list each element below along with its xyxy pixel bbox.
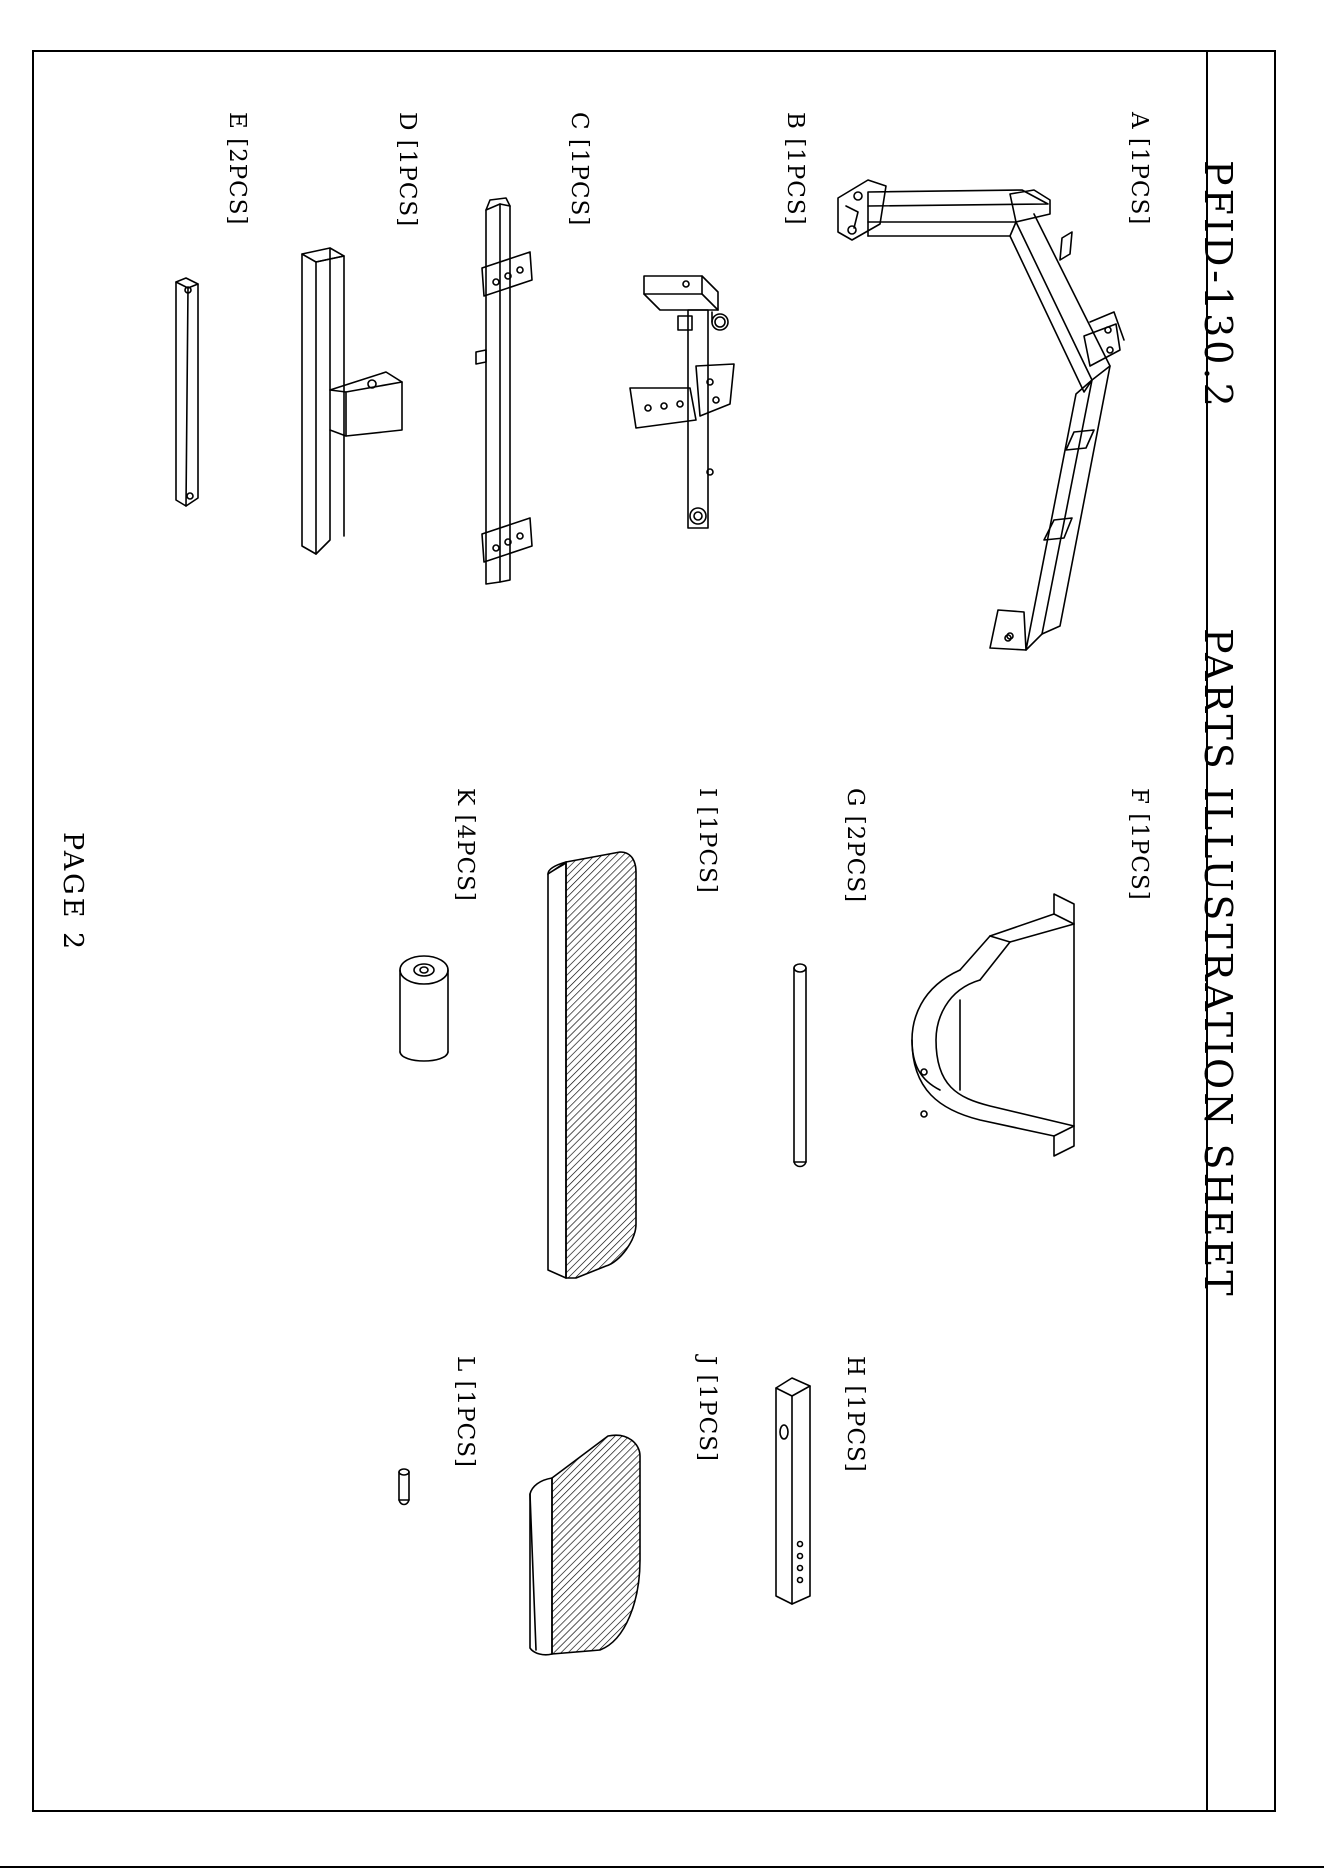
part-f-utube-drawing <box>912 894 1074 1156</box>
part-c-bar-drawing <box>476 198 532 584</box>
part-a-frame-drawing <box>838 180 1124 650</box>
part-l-pin-drawing <box>399 1469 409 1505</box>
part-b-bracket-drawing <box>630 276 734 528</box>
part-h-tube-drawing <box>776 1378 810 1604</box>
part-e-rod-drawing <box>176 278 198 506</box>
part-j-pad-drawing <box>530 1435 640 1655</box>
part-d-tube-drawing <box>302 248 402 554</box>
part-g-pin-drawing <box>794 964 806 1167</box>
part-k-roller-drawing <box>400 956 448 1061</box>
part-i-pad-drawing <box>548 852 636 1278</box>
